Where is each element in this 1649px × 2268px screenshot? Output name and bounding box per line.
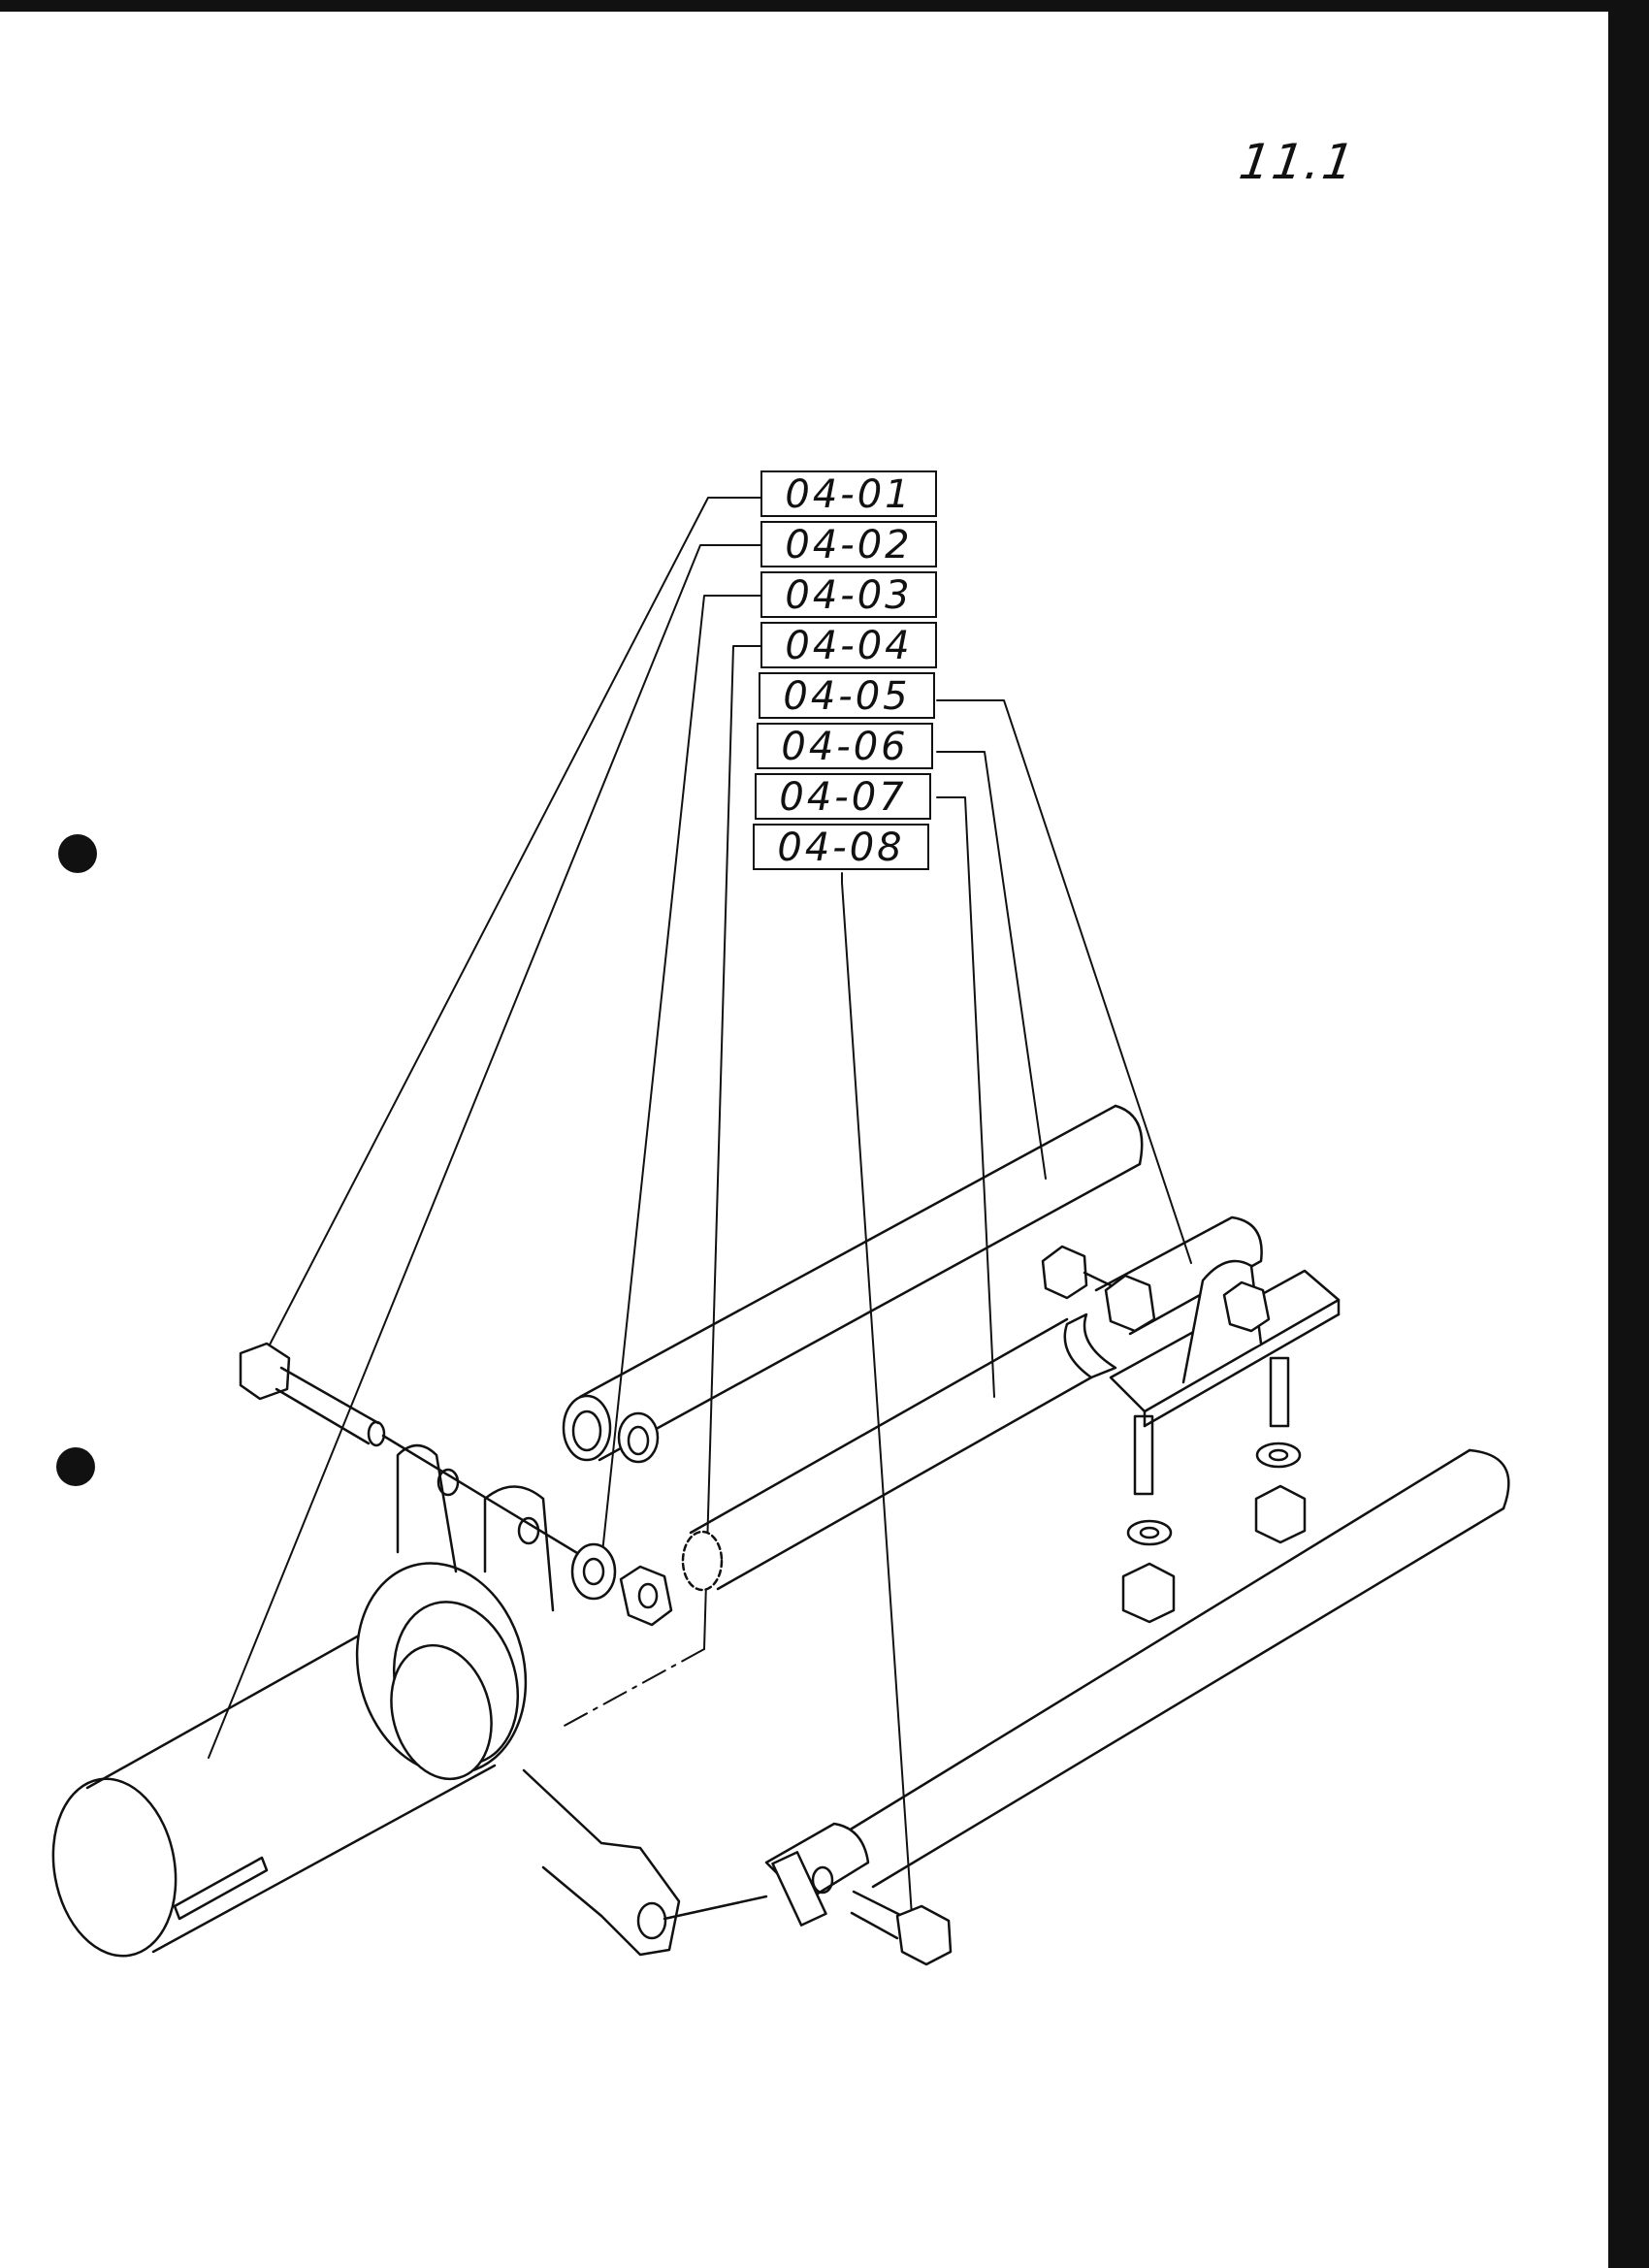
main-shaft [51, 1443, 681, 1958]
leader-04-06 [936, 751, 1047, 1180]
leader-04-04-axis [562, 1648, 705, 1728]
washer-04-03 [570, 1542, 617, 1601]
part-label-04-02: 04-02 [760, 521, 937, 567]
nut-04-04 [619, 1565, 673, 1627]
upper-tube [562, 1104, 1144, 1464]
punch-hole-icon [58, 834, 97, 873]
lower-tube [663, 1448, 1510, 1966]
bolt-04-01 [239, 1342, 594, 1564]
leader-04-03 [600, 595, 761, 1563]
part-label-04-06: 04-06 [757, 723, 933, 769]
part-label-04-04: 04-04 [760, 622, 937, 668]
leader-04-05 [936, 699, 1192, 1264]
leader-lines [208, 497, 1192, 1917]
leader-04-02 [208, 544, 761, 1759]
part-label-04-05: 04-05 [759, 672, 935, 719]
leader-04-04 [703, 645, 761, 1650]
leader-04-07 [936, 796, 995, 1398]
leader-04-01 [266, 497, 761, 1351]
clamp-04-05 [1041, 1215, 1341, 1624]
scan-top-border [0, 0, 1649, 12]
punch-hole-icon [56, 1447, 95, 1486]
leader-04-08 [841, 872, 913, 1917]
part-label-04-08: 04-08 [753, 824, 929, 870]
part-label-04-07: 04-07 [755, 773, 931, 820]
part-label-04-03: 04-03 [760, 571, 937, 618]
scan-right-border [1608, 0, 1649, 2268]
middle-tube [681, 1317, 1093, 1592]
part-label-04-01: 04-01 [760, 470, 937, 517]
